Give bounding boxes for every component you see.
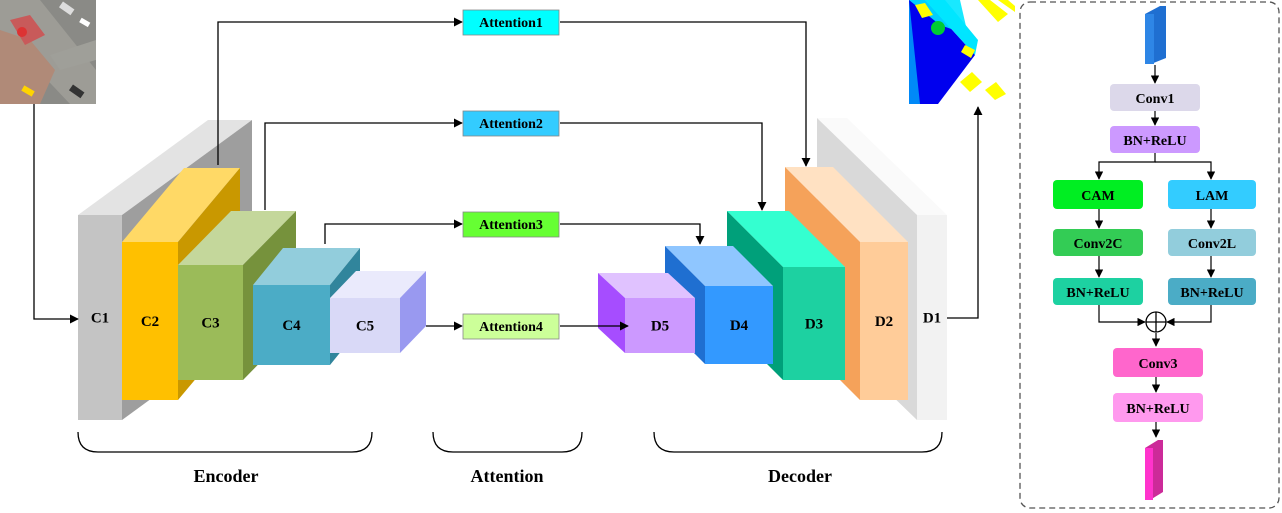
encoder-brace	[77, 431, 373, 453]
detail-panel-border	[1019, 1, 1280, 509]
attention3-label: Attention3	[479, 218, 543, 233]
c2-front-face	[122, 242, 178, 400]
attention4-label: Attention4	[479, 320, 543, 335]
decoder-brace	[653, 431, 943, 453]
d5-front-face	[625, 298, 695, 353]
conv2c-label: Conv2C	[1073, 237, 1122, 252]
skip-arrow-3	[324, 219, 463, 244]
detail-module-panel: Conv1 BN+ReLU CAM LAM Conv2C Conv2L BN+R…	[1019, 1, 1280, 509]
attention3-to-d4-arrow	[560, 223, 705, 245]
cam-label: CAM	[1081, 189, 1114, 204]
d5-label: D5	[651, 319, 669, 335]
element-wise-sum-icon	[1145, 311, 1167, 333]
c2-label: C2	[141, 314, 159, 330]
c1-top-face	[78, 120, 252, 215]
decoder-block-d5: D5	[598, 273, 695, 353]
attention4-box	[462, 313, 560, 340]
d1-front-face	[917, 215, 947, 420]
encoder-block-c5: C5	[330, 271, 426, 353]
conv2l-label: Conv2L	[1188, 237, 1236, 252]
conv1-label: Conv1	[1136, 92, 1175, 107]
bn-relu-top-box	[1110, 126, 1200, 153]
bn-relu-c-box	[1053, 278, 1143, 305]
c4-label: C4	[282, 318, 301, 334]
d2-top-face	[785, 167, 908, 242]
c4-front-face	[253, 285, 330, 365]
bn-relu-l-label: BN+ReLU	[1180, 286, 1243, 301]
bn-relu-l-box	[1168, 278, 1256, 305]
bn-relu-bottom-box	[1113, 393, 1203, 422]
cam-box	[1053, 180, 1143, 209]
attention2-label: Attention2	[479, 117, 543, 132]
d5-top-face	[598, 273, 695, 298]
d4-front-face	[705, 286, 773, 364]
attention3-box	[462, 211, 560, 238]
c1-label: C1	[91, 311, 109, 327]
d1-label: D1	[923, 311, 941, 327]
c3-label: C3	[201, 316, 219, 332]
c5-side-face	[400, 271, 426, 353]
lam-box	[1168, 180, 1256, 209]
encoder-label: Encoder	[194, 466, 259, 486]
d3-label: D3	[805, 317, 823, 333]
blocks-layer: C1 C2 C3 C4 C5 D1 D2 D3 D4 D5	[78, 118, 947, 420]
decoder-label: Decoder	[768, 466, 832, 486]
d2-label: D2	[875, 314, 893, 330]
d3-top-face	[727, 211, 845, 267]
c5-front-face	[330, 298, 400, 353]
d2-front-face	[860, 242, 908, 400]
c5-top-face	[330, 271, 426, 298]
input-arrow	[33, 104, 79, 324]
output-segmentation-map	[909, 0, 1015, 104]
c3-top-face	[178, 211, 296, 265]
attention-boxes: Attention1 Attention2 Attention3 Attenti…	[462, 9, 560, 340]
c4-top-face	[253, 248, 360, 285]
conv2c-box	[1053, 229, 1143, 256]
c3-front-face	[178, 265, 243, 380]
bn-relu-bottom-label: BN+ReLU	[1126, 402, 1189, 417]
c2-top-face	[122, 168, 240, 242]
d1-top-face	[817, 118, 947, 215]
skip-arrow-1	[217, 17, 463, 165]
input-aerial-image	[0, 0, 96, 104]
attention2-box	[462, 110, 560, 137]
bn-relu-top-label: BN+ReLU	[1123, 134, 1186, 149]
connections	[33, 17, 983, 331]
c5-label: C5	[356, 319, 374, 335]
attention1-label: Attention1	[479, 16, 543, 31]
attention1-box	[462, 9, 560, 36]
attention-label: Attention	[471, 466, 544, 486]
conv1-box	[1110, 84, 1200, 111]
section-braces	[77, 431, 943, 453]
d3-front-face	[783, 267, 845, 380]
output-arrow	[947, 106, 983, 319]
d4-label: D4	[730, 318, 749, 334]
conv2l-box	[1168, 229, 1256, 256]
attention1-to-d2-arrow	[560, 21, 811, 167]
attention2-to-d3-arrow	[560, 122, 767, 211]
bn-relu-c-label: BN+ReLU	[1066, 286, 1129, 301]
c1-front-face	[78, 215, 122, 420]
d5-side-face	[598, 273, 625, 353]
conv3-label: Conv3	[1139, 357, 1178, 372]
skip-arrow-2	[264, 118, 463, 210]
attention-brace	[432, 431, 583, 453]
d4-top-face	[665, 246, 773, 286]
conv3-box	[1113, 348, 1203, 377]
lam-label: LAM	[1196, 189, 1229, 204]
